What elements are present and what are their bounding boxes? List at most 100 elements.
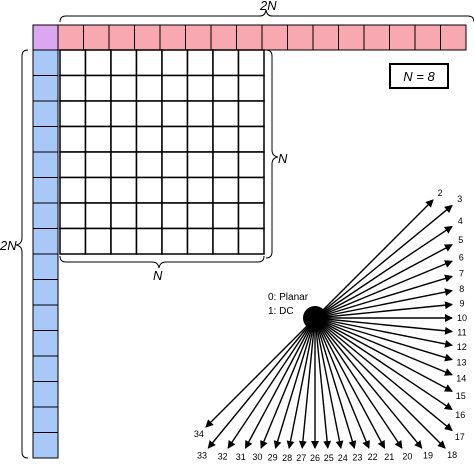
- angular-mode-label: 29: [268, 453, 278, 463]
- left-reference-cell: [32, 279, 59, 306]
- block-sample: [212, 227, 240, 255]
- angular-mode-label: 20: [402, 451, 412, 461]
- block-sample: [59, 151, 87, 179]
- angular-mode-label: 16: [455, 410, 465, 420]
- block-sample: [135, 74, 163, 102]
- block-sample: [110, 125, 138, 153]
- block-sample: [186, 227, 214, 255]
- right-brace-label: N: [278, 151, 288, 166]
- left-reference-cell: [32, 100, 59, 127]
- angular-mode-arrow: [260, 317, 316, 449]
- angular-mode-arrow: [314, 317, 453, 376]
- block-sample: [161, 74, 189, 102]
- block-sample: [59, 176, 87, 204]
- angular-mode-arrow: [314, 317, 453, 362]
- angular-mode-label: 27: [296, 453, 306, 463]
- block-sample: [135, 151, 163, 179]
- angular-mode-label: 33: [197, 451, 207, 461]
- angular-mode-arrow: [314, 317, 453, 335]
- block-sample: [237, 176, 265, 204]
- angular-mode-arrow: [286, 317, 316, 449]
- block-sample: [186, 49, 214, 77]
- top-reference-cell: [261, 24, 288, 51]
- angular-mode-label: 7: [459, 269, 464, 279]
- block-sample: [186, 74, 214, 102]
- block-sample: [59, 227, 87, 255]
- angular-mode-label: 34: [194, 429, 204, 439]
- angular-mode-arrow: [314, 301, 453, 319]
- block-sample: [110, 202, 138, 230]
- block-sample: [161, 202, 189, 230]
- angular-mode-label: 19: [423, 451, 433, 461]
- angular-mode-arrow: [314, 317, 453, 392]
- top-reference-cell: [210, 24, 237, 51]
- block-sample: [59, 100, 87, 128]
- left-reference-cell: [32, 126, 59, 153]
- top-reference-cell: [185, 24, 212, 51]
- dc-mode-label: 1: DC: [268, 306, 294, 317]
- angular-mode-fan: [205, 199, 453, 449]
- left-reference-cell: [32, 381, 59, 408]
- block-sample: [212, 151, 240, 179]
- angular-mode-arrow: [314, 317, 370, 449]
- angular-mode-label: 15: [456, 391, 466, 401]
- angular-mode-label: 31: [236, 452, 246, 462]
- angular-mode-arrow: [314, 317, 446, 449]
- left-reference-cell: [32, 151, 59, 178]
- block-sample: [59, 49, 87, 77]
- block-sample: [212, 125, 240, 153]
- planar-mode-label: 0: Planar: [268, 292, 309, 303]
- angular-mode-label: 2: [438, 188, 443, 198]
- angular-mode-label: 30: [252, 452, 262, 462]
- angular-mode-label: 9: [459, 299, 464, 309]
- right-brace: [265, 49, 279, 259]
- left-brace-label: 2N: [0, 238, 17, 253]
- block-sample: [212, 176, 240, 204]
- block-sample: [186, 202, 214, 230]
- block-sample: [237, 125, 265, 153]
- angular-mode-arrow: [314, 204, 453, 319]
- angular-mode-label: 4: [458, 216, 463, 226]
- angular-mode-arrow: [314, 260, 453, 319]
- left-reference-cell: [32, 432, 59, 459]
- angular-mode-arrow: [314, 317, 357, 449]
- block-sample: [186, 100, 214, 128]
- angular-mode-arrow: [314, 317, 403, 449]
- block-sample: [161, 227, 189, 255]
- angular-mode-label: 14: [456, 374, 466, 384]
- block-sample: [110, 100, 138, 128]
- block-sample: [84, 227, 112, 255]
- top-reference-cell: [159, 24, 186, 51]
- angular-mode-arrow: [314, 317, 344, 449]
- angular-mode-arrow: [314, 317, 386, 449]
- block-sample: [110, 151, 138, 179]
- angular-mode-arrow: [314, 274, 453, 319]
- top-reference-samples: [57, 24, 467, 51]
- top-reference-cell: [414, 24, 441, 51]
- angular-mode-label: 26: [310, 453, 320, 463]
- top-reference-cell: [338, 24, 365, 51]
- block-sample: [84, 125, 112, 153]
- block-sample: [84, 74, 112, 102]
- top-reference-cell: [134, 24, 161, 51]
- angular-mode-arrow: [207, 317, 316, 449]
- angular-mode-label: 32: [218, 451, 228, 461]
- top-reference-cell: [83, 24, 110, 51]
- block-sample: [84, 202, 112, 230]
- block-sample: [59, 125, 87, 153]
- n-value-label: N = 8: [403, 69, 435, 84]
- block-sample: [135, 227, 163, 255]
- block-sample: [237, 49, 265, 77]
- block-sample: [84, 176, 112, 204]
- block-sample: [59, 202, 87, 230]
- angular-mode-arrow: [314, 317, 332, 449]
- angular-mode-label: 10: [457, 313, 467, 323]
- block-sample: [135, 176, 163, 204]
- left-reference-cell: [32, 228, 59, 255]
- angular-mode-arrow: [205, 317, 316, 428]
- angular-mode-arrow: [314, 244, 453, 319]
- left-reference-cell: [32, 406, 59, 433]
- angular-mode-label: 18: [447, 450, 457, 460]
- n-value-box: [389, 63, 449, 89]
